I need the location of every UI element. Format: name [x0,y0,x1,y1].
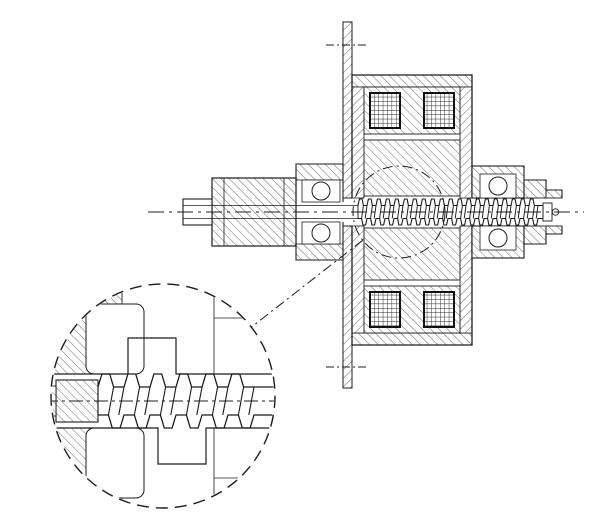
right-bearing [471,165,525,259]
bearing-ball [311,181,331,201]
end-plate-right [459,225,473,334]
bearing-ball [488,228,508,248]
thread-profile-line [357,198,543,207]
winding-coil [369,291,401,328]
thread-profile-line [97,373,274,388]
thread-profile-line [98,414,274,429]
winding-coil [369,92,401,129]
nut-relief-notch [85,427,145,499]
thread-profile-line [358,217,543,226]
stator-windings [369,92,455,328]
bolt-hole-centerline [326,44,369,368]
winding-coil [423,291,455,328]
end-plate-left [351,86,365,199]
end-plate-left [351,225,365,334]
detail-view-circle [50,283,276,509]
end-plate-right [459,86,473,199]
left-bearing-adapter [295,163,344,261]
bearing-ball [488,176,508,196]
shaft-coupling [211,177,297,247]
nut-relief-notch [85,303,145,375]
motor-housing [351,74,473,346]
leader-line [251,239,364,328]
rotor [363,139,461,281]
winding-coil [423,92,455,129]
lead-screw-nut-top [52,285,274,375]
bearing-ball [311,223,331,243]
